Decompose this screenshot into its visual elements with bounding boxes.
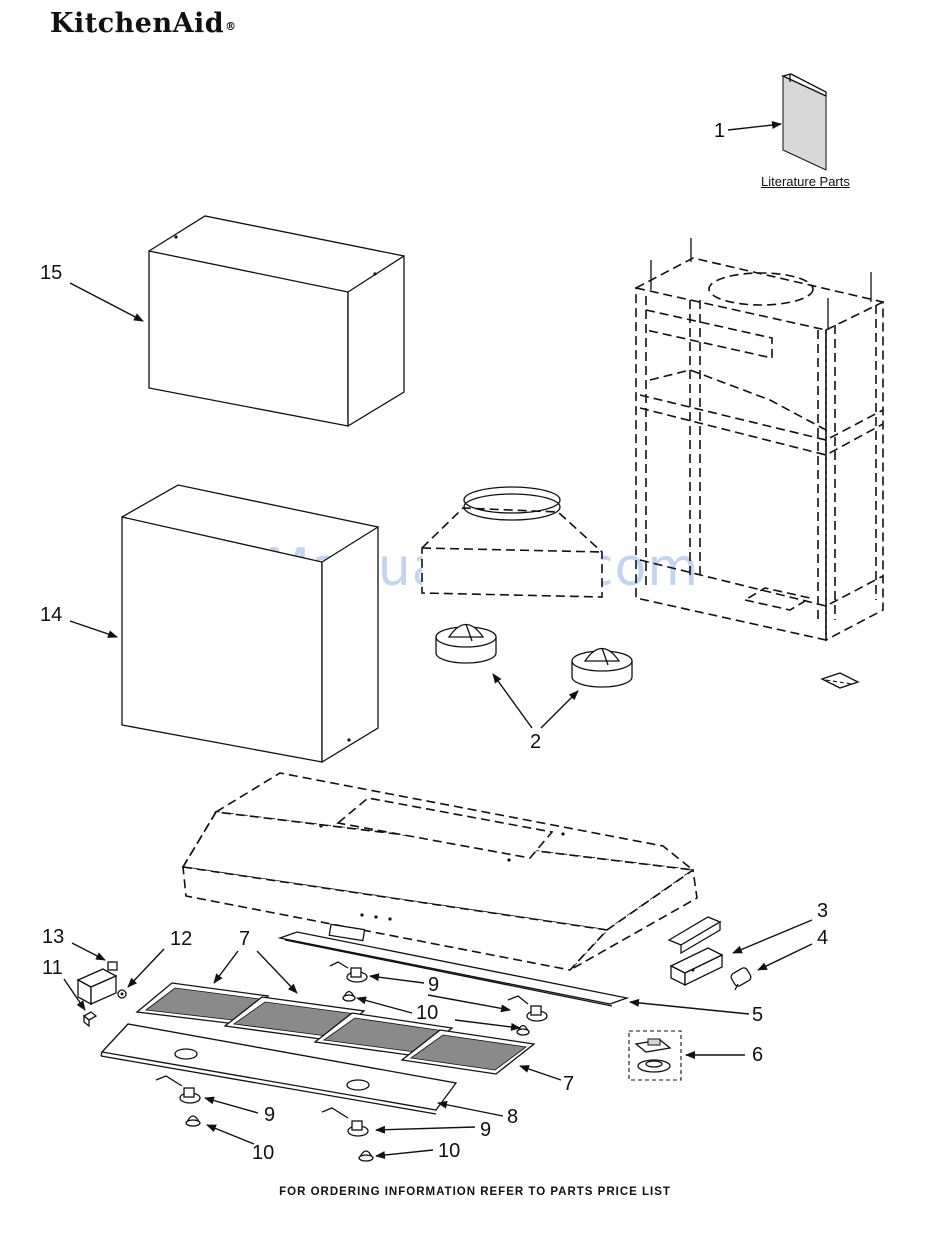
part-transformer bbox=[671, 948, 722, 985]
part-lamp-holder-top-1 bbox=[330, 962, 367, 982]
callout-1: 1 bbox=[714, 121, 725, 141]
callout-13: 13 bbox=[42, 927, 64, 947]
part-damper-right bbox=[572, 648, 632, 687]
part-lamp-holder-top-2 bbox=[508, 996, 547, 1021]
footer-ordering-note: FOR ORDERING INFORMATION REFER TO PARTS … bbox=[0, 1186, 950, 1198]
part-lamp-holder-bottom-1 bbox=[156, 1076, 200, 1103]
part-upper-chimney bbox=[149, 216, 404, 426]
callout-14: 14 bbox=[40, 605, 62, 625]
callout-11: 11 bbox=[42, 958, 63, 978]
part-switch-bracket bbox=[669, 917, 720, 953]
part-lower-chimney bbox=[122, 485, 378, 762]
callout-10-top: 10 bbox=[416, 1003, 438, 1023]
callout-10-left: 10 bbox=[252, 1143, 274, 1163]
mounting-frame bbox=[636, 238, 883, 688]
part-junction-box bbox=[78, 962, 117, 1004]
callout-15: 15 bbox=[40, 263, 62, 283]
callout-6: 6 bbox=[752, 1045, 763, 1065]
callout-8: 8 bbox=[507, 1107, 518, 1127]
part-literature-booklet bbox=[783, 74, 826, 170]
callout-7-right: 7 bbox=[563, 1074, 574, 1094]
callout-10-bottom: 10 bbox=[438, 1141, 460, 1161]
part-lamp-socket bbox=[730, 966, 753, 990]
part-lamp-holder-bottom-2 bbox=[322, 1108, 368, 1136]
part-bulb-top-2 bbox=[517, 1026, 529, 1036]
part-bulb-bottom-1 bbox=[186, 1116, 200, 1126]
callout-5: 5 bbox=[752, 1005, 763, 1025]
callout-9-top: 9 bbox=[428, 975, 439, 995]
callout-3: 3 bbox=[817, 901, 828, 921]
part-damper-left bbox=[436, 624, 496, 663]
callout-7-top: 7 bbox=[239, 929, 250, 949]
part-strain-relief bbox=[118, 990, 126, 998]
part-motor-assembly bbox=[629, 1031, 681, 1080]
literature-parts-caption: Literature Parts bbox=[761, 174, 850, 189]
part-bulb-bottom-2 bbox=[359, 1151, 373, 1161]
part-terminal-block bbox=[84, 1012, 96, 1026]
callout-2: 2 bbox=[530, 732, 541, 752]
part-bulb-top-1 bbox=[343, 992, 355, 1002]
callout-4: 4 bbox=[817, 928, 828, 948]
callout-9-bottom: 9 bbox=[480, 1120, 491, 1140]
hood-body bbox=[183, 773, 697, 970]
callout-12: 12 bbox=[170, 929, 192, 949]
duct-transition bbox=[422, 487, 602, 597]
callout-9-left: 9 bbox=[264, 1105, 275, 1125]
